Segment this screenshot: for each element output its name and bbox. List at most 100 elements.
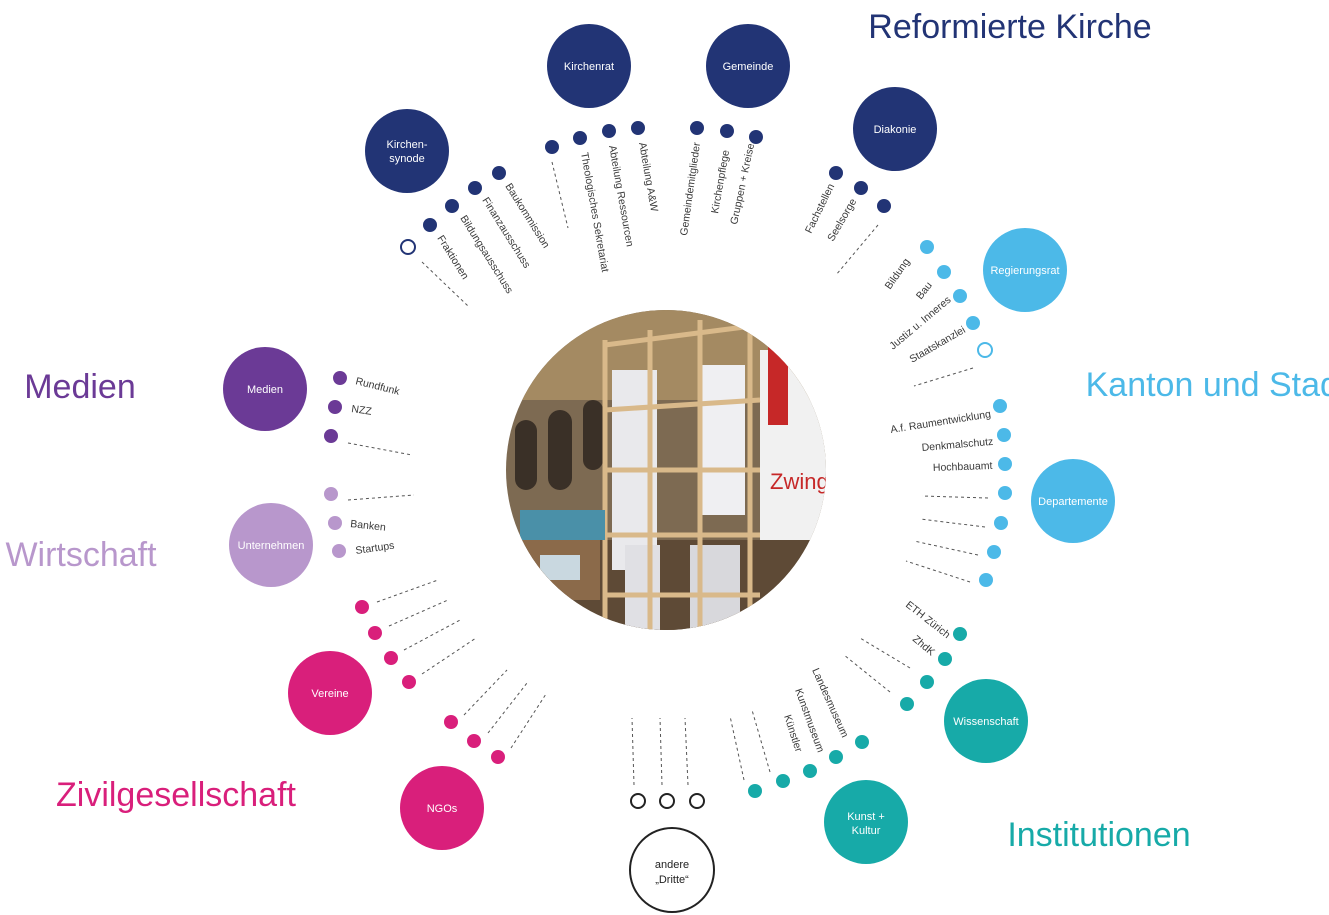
node-dot	[829, 750, 843, 764]
connector-dash	[913, 367, 974, 387]
node-open-dot	[400, 239, 416, 255]
kirchenrat-nodes: Abteilung A&W Abteilung Ressourcen Theol…	[545, 121, 660, 273]
kunst-nodes: Landesmuseum Kunstmuseum Künstler	[729, 666, 869, 798]
diakonie-nodes: Fachstellen Seelsorge	[803, 166, 891, 276]
connector-dash	[684, 717, 689, 786]
hub-wissenschaft: Wissenschaft	[944, 679, 1028, 763]
hub-medien: Medien	[223, 347, 307, 431]
node-dot	[720, 124, 734, 138]
node-dot	[631, 121, 645, 135]
node-dot	[938, 652, 952, 666]
hub-kunst-label-1: Kunst +	[847, 811, 885, 823]
hub-kunst-kultur: Kunst + Kultur	[824, 780, 908, 864]
regierungsrat-nodes: Bildung Bau Justiz u. Inneres Staatskanz…	[883, 240, 993, 387]
node-dot	[332, 544, 346, 558]
node-open-dot	[630, 793, 646, 809]
connector-dash	[421, 261, 469, 307]
node-dot	[998, 457, 1012, 471]
hub-gemeinde-label: Gemeinde	[723, 61, 774, 73]
node-dot	[803, 764, 817, 778]
hub-kirchensynode-label-2: synode	[389, 153, 424, 165]
label-abteilung-aw: Abteilung A&W	[636, 141, 660, 212]
node-dot	[998, 486, 1012, 500]
node-dot	[324, 429, 338, 443]
label-hochbauamt: Hochbauamt	[933, 460, 993, 474]
hub-departemente-label: Departemente	[1038, 496, 1108, 508]
node-dot	[384, 651, 398, 665]
node-dot	[368, 626, 382, 640]
label-raumentwicklung: A.f. Raumentwicklung	[890, 408, 992, 436]
label-kuenstler: Künstler	[781, 713, 804, 754]
hub-kunst-label-2: Kultur	[852, 825, 881, 837]
hub-dritte-label-1: andere	[655, 859, 689, 871]
node-dot	[829, 166, 843, 180]
node-dot	[328, 516, 342, 530]
group-title-zivilgesellschaft: Zivilgesellschaft	[56, 776, 297, 814]
label-rundfunk: Rundfunk	[354, 375, 401, 398]
connector-dash	[631, 717, 635, 786]
hub-regierungsrat-label: Regierungsrat	[990, 265, 1059, 277]
node-dot	[855, 735, 869, 749]
hub-gemeinde: Gemeinde	[706, 24, 790, 108]
connector-dash	[843, 654, 891, 693]
node-dot	[355, 600, 369, 614]
node-dot	[776, 774, 790, 788]
hub-unternehmen-label: Unternehmen	[238, 540, 305, 552]
connector-dash	[921, 495, 989, 499]
connector-dash	[388, 599, 449, 627]
node-dot	[953, 289, 967, 303]
gemeinde-nodes: Gemeindemitglieder Kirchenpflege Gruppen…	[678, 121, 763, 236]
hub-medien-label: Medien	[247, 384, 283, 396]
node-dot	[937, 265, 951, 279]
vereine-nodes	[355, 579, 477, 689]
node-dot	[444, 715, 458, 729]
connector-dash	[729, 715, 745, 781]
node-dot	[953, 627, 967, 641]
connector-dash	[919, 518, 986, 528]
hub-dritte-label-2: „Dritte“	[655, 874, 689, 886]
node-dot	[690, 121, 704, 135]
group-title-reformierte-kirche: Reformierte Kirche	[868, 8, 1151, 46]
group-title-medien: Medien	[24, 368, 136, 406]
node-dot	[854, 181, 868, 195]
label-eth-zuerich: ETH Zürich	[903, 599, 952, 641]
node-dot	[877, 199, 891, 213]
label-gemeindemitglieder: Gemeindemitglieder	[678, 141, 703, 236]
label-denkmalschutz: Denkmalschutz	[921, 436, 994, 454]
connector-dash	[510, 693, 547, 749]
label-bildung: Bildung	[883, 256, 913, 292]
photo-sign-text: Zwing	[770, 469, 829, 494]
node-dot	[997, 428, 1011, 442]
hub-diakonie-label: Diakonie	[874, 124, 917, 136]
hub-kirchensynode-label-1: Kirchen-	[387, 139, 428, 151]
connector-dash	[659, 717, 663, 786]
node-open-dot	[977, 342, 993, 358]
node-dot	[545, 140, 559, 154]
label-startups: Startups	[355, 540, 395, 557]
connector-dash	[487, 682, 528, 734]
hub-andere-dritte: andere „Dritte“	[629, 827, 715, 913]
wissenschaft-nodes: ETH Zürich ZhdK	[843, 599, 967, 711]
label-bau: Bau	[914, 280, 935, 302]
label-nzz: NZZ	[351, 403, 373, 418]
connector-dash	[376, 579, 439, 603]
node-dot	[748, 784, 762, 798]
node-dot	[602, 124, 616, 138]
label-seelsorge: Seelsorge	[825, 196, 859, 243]
label-theologisches-sekretariat: Theologisches Sekretariat	[578, 151, 611, 273]
hub-wissenschaft-label: Wissenschaft	[953, 716, 1018, 728]
connector-dash	[463, 669, 508, 716]
group-title-kanton-und-stadt: Kanton und Stadt	[1086, 366, 1329, 404]
group-title-institutionen: Institutionen	[1007, 816, 1190, 854]
node-dot	[749, 130, 763, 144]
hub-departemente: Departemente	[1031, 459, 1115, 543]
connector-dash	[347, 442, 413, 456]
connector-dash	[403, 618, 463, 651]
node-dot	[324, 487, 338, 501]
node-dot	[920, 675, 934, 689]
dritte-nodes	[630, 717, 705, 809]
node-dot	[573, 131, 587, 145]
node-dot	[333, 371, 347, 385]
group-title-wirtschaft: Wirtschaft	[5, 536, 157, 574]
